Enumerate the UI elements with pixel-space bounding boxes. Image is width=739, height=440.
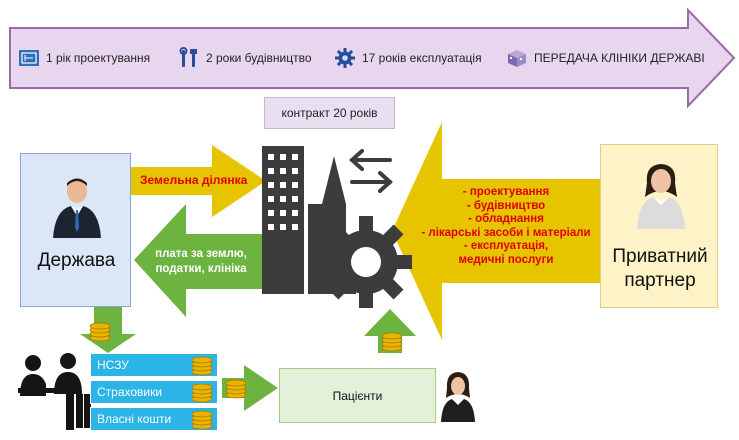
patients-box: Пацієнти [279, 368, 436, 423]
services-item: - будівництво [466, 199, 546, 212]
businessman-icon [53, 178, 101, 238]
coins-icon [89, 322, 111, 342]
state-label: Держава [37, 250, 116, 271]
partner-box: Приватний партнер [600, 144, 718, 308]
services-list: - проектування - будівництво - обладнанн… [418, 186, 594, 267]
contract-box: контракт 20 років [264, 97, 395, 129]
payment-arrow-label: плата за землю, податки, клініка [142, 247, 260, 277]
blueprint-icon [19, 50, 39, 66]
coins-icon [225, 379, 247, 399]
patients-to-center-arrow [364, 309, 416, 353]
payment-line: податки, клініка [155, 263, 247, 275]
clinic-building-gear-icon [262, 146, 412, 308]
state-box: Держава [20, 153, 131, 307]
payment-arrow [134, 204, 262, 317]
building-icon [508, 50, 526, 67]
timeline-phase-operation: 17 років експлуатація [334, 46, 482, 70]
woman-icon [441, 372, 475, 422]
coins-icon [191, 356, 213, 376]
land-arrow [131, 145, 266, 217]
timeline-phase-label: 1 рік проектування [46, 51, 151, 65]
exchange-arrows-icon [349, 149, 393, 193]
services-item: - експлуатація, [463, 240, 549, 252]
partner-label-line: Приватний [612, 246, 708, 267]
services-item: медичні послуги [458, 253, 554, 266]
coins-icon [381, 332, 403, 352]
timeline-phase-design: 1 рік проектування [18, 46, 150, 70]
partner-label: Приватний партнер [601, 245, 719, 293]
patients-label: Пацієнти [332, 388, 383, 403]
timeline-phase-transfer: ПЕРЕДАЧА КЛІНІКИ ДЕРЖАВІ [506, 46, 705, 70]
timeline-phase-construction: 2 роки будівництво [178, 46, 312, 70]
timeline-phase-label: 17 років експлуатація [362, 51, 482, 65]
coins-icon [191, 383, 213, 403]
services-item: - обладнання [468, 213, 544, 225]
partner-label-line: партнер [624, 270, 696, 291]
contract-label: контракт 20 років [281, 106, 378, 120]
payment-line: плата за землю, [155, 248, 247, 260]
coins-icon [191, 410, 213, 430]
funding-to-patients-arrow [222, 365, 278, 411]
tools-icon [179, 47, 197, 67]
reception-desk-icon [18, 353, 91, 430]
land-arrow-label: Земельна ділянка [140, 173, 248, 187]
timeline-arrow [9, 7, 736, 109]
services-item: - проектування [462, 186, 550, 198]
gear-icon [335, 48, 355, 68]
services-item: - лікарські засоби і матеріали [421, 226, 591, 239]
timeline-phase-label: ПЕРЕДАЧА КЛІНІКИ ДЕРЖАВІ [534, 51, 705, 65]
businesswoman-icon [637, 164, 685, 229]
services-arrow [392, 122, 600, 340]
timeline-phase-label: 2 роки будівництво [206, 51, 312, 65]
